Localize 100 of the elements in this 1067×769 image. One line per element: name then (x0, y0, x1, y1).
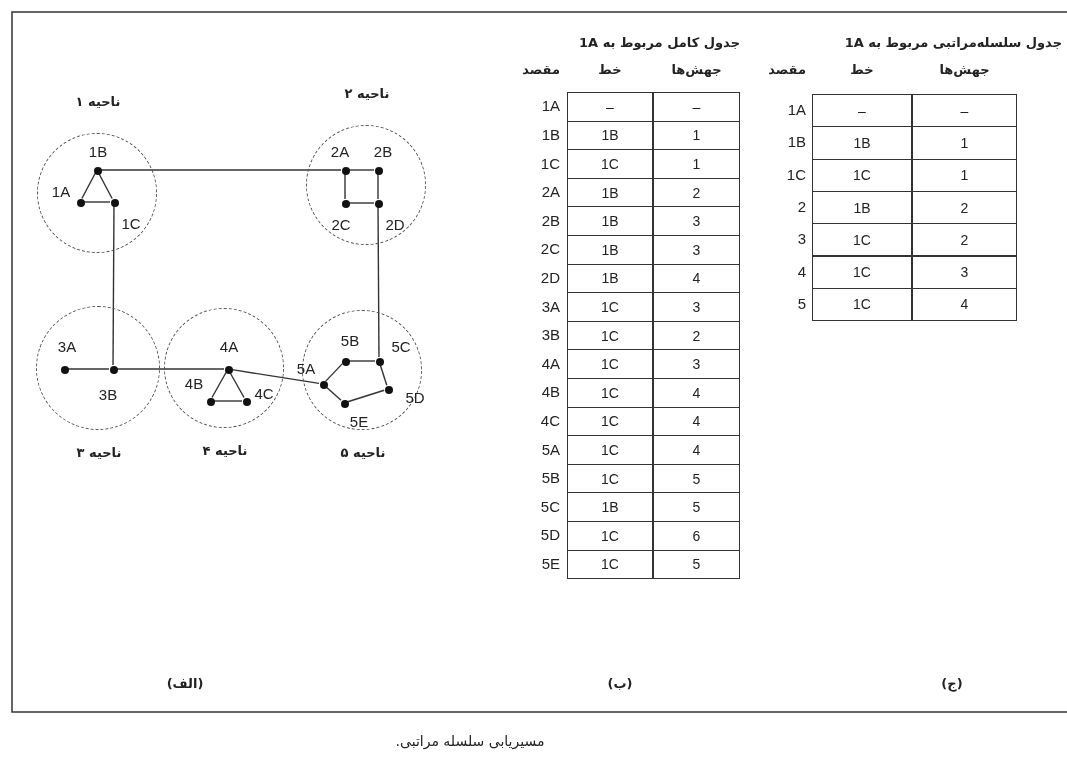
table-cell: 1 (653, 120, 740, 151)
router-label: 4B (184, 374, 204, 392)
column-header: جهش‌ها (939, 62, 990, 77)
table-cell: 1B (567, 177, 653, 208)
row-label: 5B (541, 469, 560, 487)
table-cell: – (567, 92, 653, 122)
row-label: 3 (797, 230, 806, 248)
table-cell: 1 (653, 149, 740, 179)
table-cell: 1 (912, 126, 1017, 160)
table-cell: 4 (653, 378, 740, 408)
table-cell: 4 (912, 287, 1017, 322)
table-cell: 1B (812, 190, 912, 225)
link-line (348, 202, 375, 204)
table-cell: 1C (812, 287, 912, 322)
table-cell: 3 (653, 235, 740, 265)
link-line (377, 173, 379, 200)
table-cell: 3 (653, 292, 740, 322)
panel-label: (ب) (607, 676, 633, 691)
panel-label: (ج) (941, 676, 963, 691)
row-label: 1C (540, 154, 560, 172)
row-label: 4B (541, 383, 560, 401)
table-cell: 1C (812, 158, 912, 192)
row-label: 2A (541, 183, 560, 201)
table-cell: 1C (567, 149, 653, 179)
row-label: 1A (787, 101, 806, 119)
router-label: 3A (57, 337, 77, 355)
table-cell: 2 (653, 177, 740, 208)
link-line (67, 368, 110, 370)
router-label: 5B (340, 331, 360, 349)
row-label: 3A (541, 297, 560, 315)
column-header: مقصد (768, 62, 806, 77)
router-label: 5E (349, 412, 369, 430)
link-line (229, 371, 245, 399)
router-label: 3B (98, 385, 118, 403)
row-label: 4A (541, 354, 560, 372)
link-line (100, 169, 342, 171)
link-line (325, 363, 343, 382)
region-label: ناحیه ۵ (340, 445, 386, 460)
table-title: جدول سلسله‌مراتبی مربوط به 1A (844, 35, 1062, 50)
row-label: 5D (540, 526, 560, 544)
row-label: 2D (540, 268, 560, 286)
table-cell: 1C (567, 549, 653, 580)
table-cell: 1B (567, 492, 653, 522)
table-title: جدول کامل مربوط به 1A (579, 35, 740, 50)
table-cell: 5 (653, 463, 740, 494)
table-cell: 5 (653, 549, 740, 580)
link-line (81, 172, 96, 200)
link-line (116, 368, 225, 370)
table-cell: 1C (812, 223, 912, 257)
region-label: ناحیه ۱ (75, 94, 121, 109)
router-label: 2A (330, 142, 350, 160)
row-label: 1B (541, 125, 560, 143)
link-line (347, 389, 385, 403)
row-label: 1B (787, 133, 806, 151)
table-cell: 1C (567, 349, 653, 379)
row-label: 1A (541, 97, 560, 115)
row-label: 5E (541, 554, 560, 572)
table-cell: 3 (912, 255, 1017, 289)
link-line (213, 400, 243, 402)
region-label: ناحیه ۲ (344, 86, 390, 101)
row-label: 4C (540, 411, 560, 429)
link-line (379, 364, 388, 386)
table-cell: 1B (812, 126, 912, 160)
link-line (83, 201, 111, 203)
region-label: ناحیه ۴ (202, 443, 248, 458)
table-cell: – (653, 92, 740, 122)
table-cell: – (912, 94, 1017, 128)
link-line (112, 205, 115, 366)
row-label: 4 (797, 262, 806, 280)
row-label: 3B (541, 326, 560, 344)
column-header: مقصد (522, 62, 560, 77)
table-cell: 1C (567, 406, 653, 437)
column-header: خط (598, 62, 622, 77)
router-label: 5D (405, 388, 425, 406)
row-label: 2B (541, 211, 560, 229)
row-label: 5 (797, 294, 806, 312)
column-header: خط (850, 62, 874, 77)
table-cell: 5 (653, 492, 740, 522)
router-label: 2C (331, 215, 351, 233)
router-label: 2B (373, 142, 393, 160)
table-cell: 3 (653, 349, 740, 379)
table-cell: 6 (653, 521, 740, 551)
table-cell: 1C (567, 463, 653, 494)
row-label: 5C (540, 497, 560, 515)
table-cell: 1C (567, 320, 653, 351)
table-cell: – (812, 94, 912, 128)
link-line (325, 386, 342, 401)
router-label: 1C (121, 214, 141, 232)
link-line (211, 371, 227, 399)
link-line (344, 173, 346, 200)
table-cell: 1B (567, 263, 653, 294)
router-label: 5A (296, 359, 316, 377)
table-cell: 1C (567, 292, 653, 322)
table-cell: 1 (912, 158, 1017, 192)
row-label: 2 (797, 198, 806, 216)
table-cell: 4 (653, 406, 740, 437)
router-label: 1B (88, 142, 108, 160)
table-cell: 1B (567, 235, 653, 265)
row-label: 5A (541, 440, 560, 458)
link-line (348, 169, 375, 171)
